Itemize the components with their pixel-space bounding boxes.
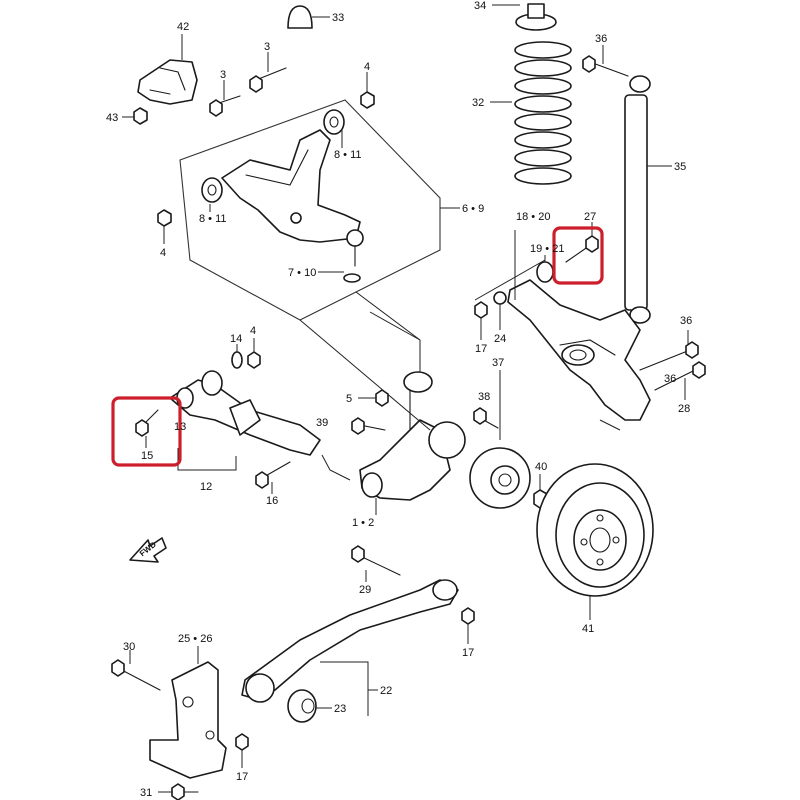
part-43-nut [122, 107, 148, 125]
callout-32: 32 [472, 97, 484, 109]
callout-5: 5 [346, 393, 352, 405]
callout-34: 34 [474, 0, 486, 12]
part-19-21-bushing [536, 255, 554, 283]
callout-23: 23 [334, 703, 346, 715]
callout-4-left: 4 [160, 247, 166, 259]
part-17-nut-lower-right [461, 607, 475, 644]
part-27-bolt [565, 222, 599, 263]
upper-arm-assembly-frame [179, 99, 460, 321]
callout-27: 27 [584, 211, 596, 223]
part-29-bolt [351, 545, 401, 582]
part-15-bolt [135, 409, 159, 448]
part-28-bolt [654, 361, 706, 400]
callout-7-10: 7 • 10 [288, 267, 316, 279]
callout-8-11-left: 8 • 11 [199, 213, 227, 225]
callout-25-26: 25 • 26 [178, 633, 212, 645]
callout-14: 14 [230, 333, 242, 345]
callout-4-middle: 4 [250, 325, 256, 337]
part-24-washer [493, 291, 507, 330]
callout-40: 40 [535, 461, 547, 473]
callout-31: 31 [140, 787, 152, 799]
part-39-bolt [351, 417, 386, 435]
callout-36-bottom: 36 [680, 315, 692, 327]
assembly-linkage-lines [299, 259, 621, 481]
part-4-nut-middle [247, 338, 261, 369]
callout-1-2: 1 • 2 [352, 517, 374, 529]
callout-6-9: 6 • 9 [462, 203, 484, 215]
part-32-coil-spring [490, 41, 572, 185]
callout-24: 24 [494, 333, 506, 345]
part-16-bolt [255, 461, 291, 494]
part-17-nut-bottom [235, 733, 249, 768]
callout-43: 43 [106, 112, 118, 124]
part-37-wheel-hub [469, 370, 531, 509]
callout-41: 41 [582, 623, 594, 635]
callout-42: 42 [177, 21, 189, 33]
part-33-bump-stop-cap [287, 5, 330, 29]
part-14-washer [231, 344, 243, 369]
part-17-nut-mid [474, 301, 488, 340]
callout-39: 39 [316, 417, 328, 429]
callout-3b: 3 [220, 69, 226, 81]
callout-18-20: 18 • 20 [516, 211, 550, 223]
callout-17-lower-right: 17 [462, 647, 474, 659]
highlight-box-part-27 [552, 226, 604, 285]
part-34-spring-seat [492, 3, 557, 31]
part-30-bolt [111, 650, 161, 691]
part-31-bolt [158, 783, 199, 800]
part-3-bolt-b [209, 80, 241, 117]
part-41-brake-drum [536, 463, 654, 620]
callout-labels: 42 33 34 3 3 4 36 43 32 8 • 11 8 • 11 35… [106, 0, 692, 799]
callout-36-lower: 36 [664, 373, 676, 385]
callout-30: 30 [123, 641, 135, 653]
callout-17-mid: 17 [475, 343, 487, 355]
callout-3a: 3 [264, 41, 270, 53]
callout-13: 13 [174, 421, 186, 433]
highlight-box-part-15 [111, 396, 182, 467]
part-36-bolt-bottom [639, 330, 699, 371]
part-25-26-bracket [149, 646, 227, 779]
callout-4-top: 4 [364, 61, 370, 73]
part-35-shock-absorber [624, 75, 672, 324]
callout-28: 28 [678, 403, 690, 415]
callout-33: 33 [332, 12, 344, 24]
part-3-bolt-a [249, 52, 287, 93]
callout-35: 35 [674, 161, 686, 173]
callout-29: 29 [359, 584, 371, 596]
upper-control-arm [201, 109, 364, 283]
forward-direction-arrow: FWD [129, 537, 167, 563]
callout-15: 15 [141, 450, 153, 462]
part-4-nut-left [157, 209, 172, 244]
callout-36-top: 36 [595, 33, 607, 45]
part-38-stud [473, 407, 499, 429]
callout-8-11-top: 8 • 11 [334, 149, 362, 161]
callout-17-bottom: 17 [236, 771, 248, 783]
callout-16: 16 [266, 495, 278, 507]
callout-19-21: 19 • 21 [530, 243, 564, 255]
part-22-lower-control-arm [241, 579, 459, 716]
lower-control-arm-rear [507, 230, 651, 421]
callout-38: 38 [478, 391, 490, 403]
part-4-nut-top [360, 72, 375, 109]
callout-37: 37 [492, 357, 504, 369]
part-36-bolt-top [582, 45, 629, 77]
part-5-nut [358, 389, 389, 407]
part-12-lateral-rod [169, 370, 321, 471]
callout-12: 12 [200, 481, 212, 493]
part-42-bracket [137, 34, 198, 105]
part-1-2-steering-knuckle [359, 311, 466, 515]
callout-22: 22 [380, 685, 392, 697]
part-23-bushing [287, 689, 332, 723]
